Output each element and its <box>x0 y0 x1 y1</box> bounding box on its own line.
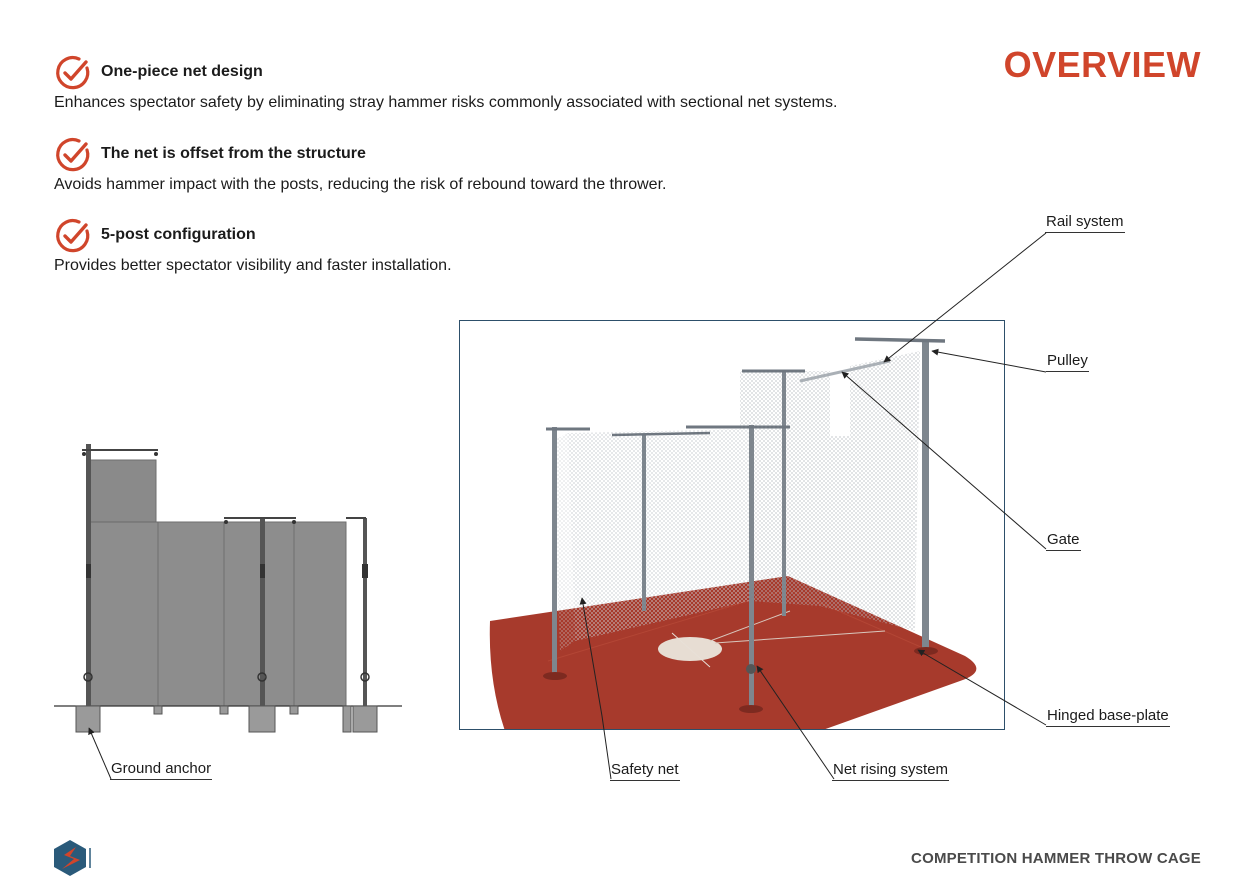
check-circle-icon <box>56 56 90 90</box>
callout-ground-anchor: Ground anchor <box>110 760 213 780</box>
feature-title: One-piece net design <box>101 63 263 80</box>
feature-description: Enhances spectator safety by eliminating… <box>54 94 838 111</box>
callout-hinged-base-plate: Hinged base-plate <box>1046 707 1170 727</box>
cage-elevation-drawing <box>54 444 402 733</box>
feature-description: Provides better spectator visibility and… <box>54 257 452 274</box>
page-title: OVERVIEW <box>1003 44 1201 85</box>
footer-title: COMPETITION HAMMER THROW CAGE <box>911 850 1201 867</box>
brand-logo-icon <box>54 840 91 876</box>
callout-net-rising-system: Net rising system <box>832 761 950 781</box>
callout-pulley: Pulley <box>1046 352 1089 372</box>
feature-description: Avoids hammer impact with the posts, red… <box>54 176 667 193</box>
feature-title: The net is offset from the structure <box>101 145 366 162</box>
callout-safety-net: Safety net <box>610 761 680 781</box>
callout-gate: Gate <box>1046 531 1081 551</box>
check-circle-icon <box>56 219 90 253</box>
callout-rail-system: Rail system <box>1045 213 1125 233</box>
cage-render <box>459 320 1005 730</box>
check-circle-icon <box>56 138 90 172</box>
feature-title: 5-post configuration <box>101 226 256 243</box>
cage-render-illustration <box>489 337 977 729</box>
